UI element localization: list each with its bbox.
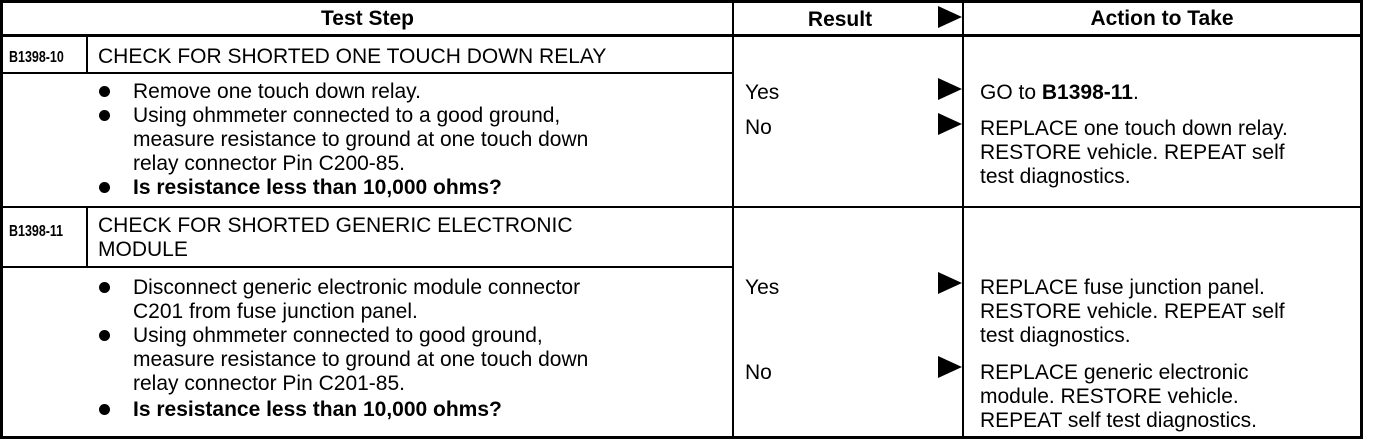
title-bottom-rule-1 xyxy=(0,72,734,74)
column-divider-test-step xyxy=(732,0,734,439)
action-line: RESTORE vehicle. REPEAT self xyxy=(980,300,1285,323)
instruction-line: Using ohmmeter connected to a good groun… xyxy=(133,104,561,127)
action-line: test diagnostics. xyxy=(980,165,1131,188)
result-arrow-icon xyxy=(938,78,962,100)
bullet-icon xyxy=(99,330,110,341)
step-code: B1398-11 xyxy=(9,223,64,240)
border-top xyxy=(0,0,1363,3)
result-arrow-icon xyxy=(938,6,962,28)
action-line: module. RESTORE vehicle. xyxy=(980,385,1239,408)
action-line: test diagnostics. xyxy=(980,324,1131,347)
instruction-line: Remove one touch down relay. xyxy=(133,80,421,103)
title-bottom-rule-2 xyxy=(0,266,734,268)
step-title: CHECK FOR SHORTED ONE TOUCH DOWN RELAY xyxy=(98,45,607,68)
result-yes: Yes xyxy=(745,276,780,299)
code-box-divider-1 xyxy=(86,37,88,73)
header-bottom-rule xyxy=(0,34,1363,37)
border-bottom xyxy=(0,436,1363,439)
border-left xyxy=(0,0,3,439)
result-arrow-icon xyxy=(938,272,962,294)
bullet-icon xyxy=(99,182,110,193)
step-title: CHECK FOR SHORTED GENERIC ELECTRONIC xyxy=(98,214,573,237)
header-test-step: Test Step xyxy=(321,7,414,30)
bullet-icon xyxy=(99,86,110,97)
header-result: Result xyxy=(807,8,873,31)
result-no: No xyxy=(745,361,772,384)
step-code: B1398-10 xyxy=(9,49,64,66)
instruction-line: C201 from fuse junction panel. xyxy=(133,300,418,323)
result-no: No xyxy=(745,116,772,139)
action-line: REPLACE generic electronic xyxy=(980,361,1249,384)
result-arrow-icon xyxy=(938,113,962,135)
goto-step-code: B1398-11 xyxy=(1041,81,1133,104)
instruction-question: Is resistance less than 10,000 ohms? xyxy=(133,176,502,199)
instruction-line: relay connector Pin C200-85. xyxy=(133,152,405,175)
bullet-icon xyxy=(99,404,110,415)
step-title: MODULE xyxy=(98,238,188,261)
header-action: Action to Take xyxy=(1090,7,1234,30)
instruction-question: Is resistance less than 10,000 ohms? xyxy=(133,398,502,421)
instruction-line: measure resistance to ground at one touc… xyxy=(133,348,589,371)
code-box-divider-2 xyxy=(86,208,88,267)
action-line: REPLACE one touch down relay. xyxy=(980,117,1288,140)
step-divider xyxy=(0,206,1363,208)
instruction-line: Disconnect generic electronic module con… xyxy=(133,276,581,299)
action-line: RESTORE vehicle. REPEAT self xyxy=(980,141,1285,164)
border-right xyxy=(1360,0,1363,439)
result-yes: Yes xyxy=(745,81,780,104)
result-arrow-icon xyxy=(938,356,962,378)
instruction-line: Using ohmmeter connected to good ground, xyxy=(133,324,543,347)
action-goto: GO to B1398-11. xyxy=(980,81,1139,104)
instruction-line: relay connector Pin C201-85. xyxy=(133,372,405,395)
action-line: REPEAT self test diagnostics. xyxy=(980,409,1258,432)
instruction-line: measure resistance to ground at one touc… xyxy=(133,128,589,151)
action-line: REPLACE fuse junction panel. xyxy=(980,276,1265,299)
bullet-icon xyxy=(99,110,110,121)
bullet-icon xyxy=(99,282,110,293)
column-divider-action xyxy=(962,0,964,439)
